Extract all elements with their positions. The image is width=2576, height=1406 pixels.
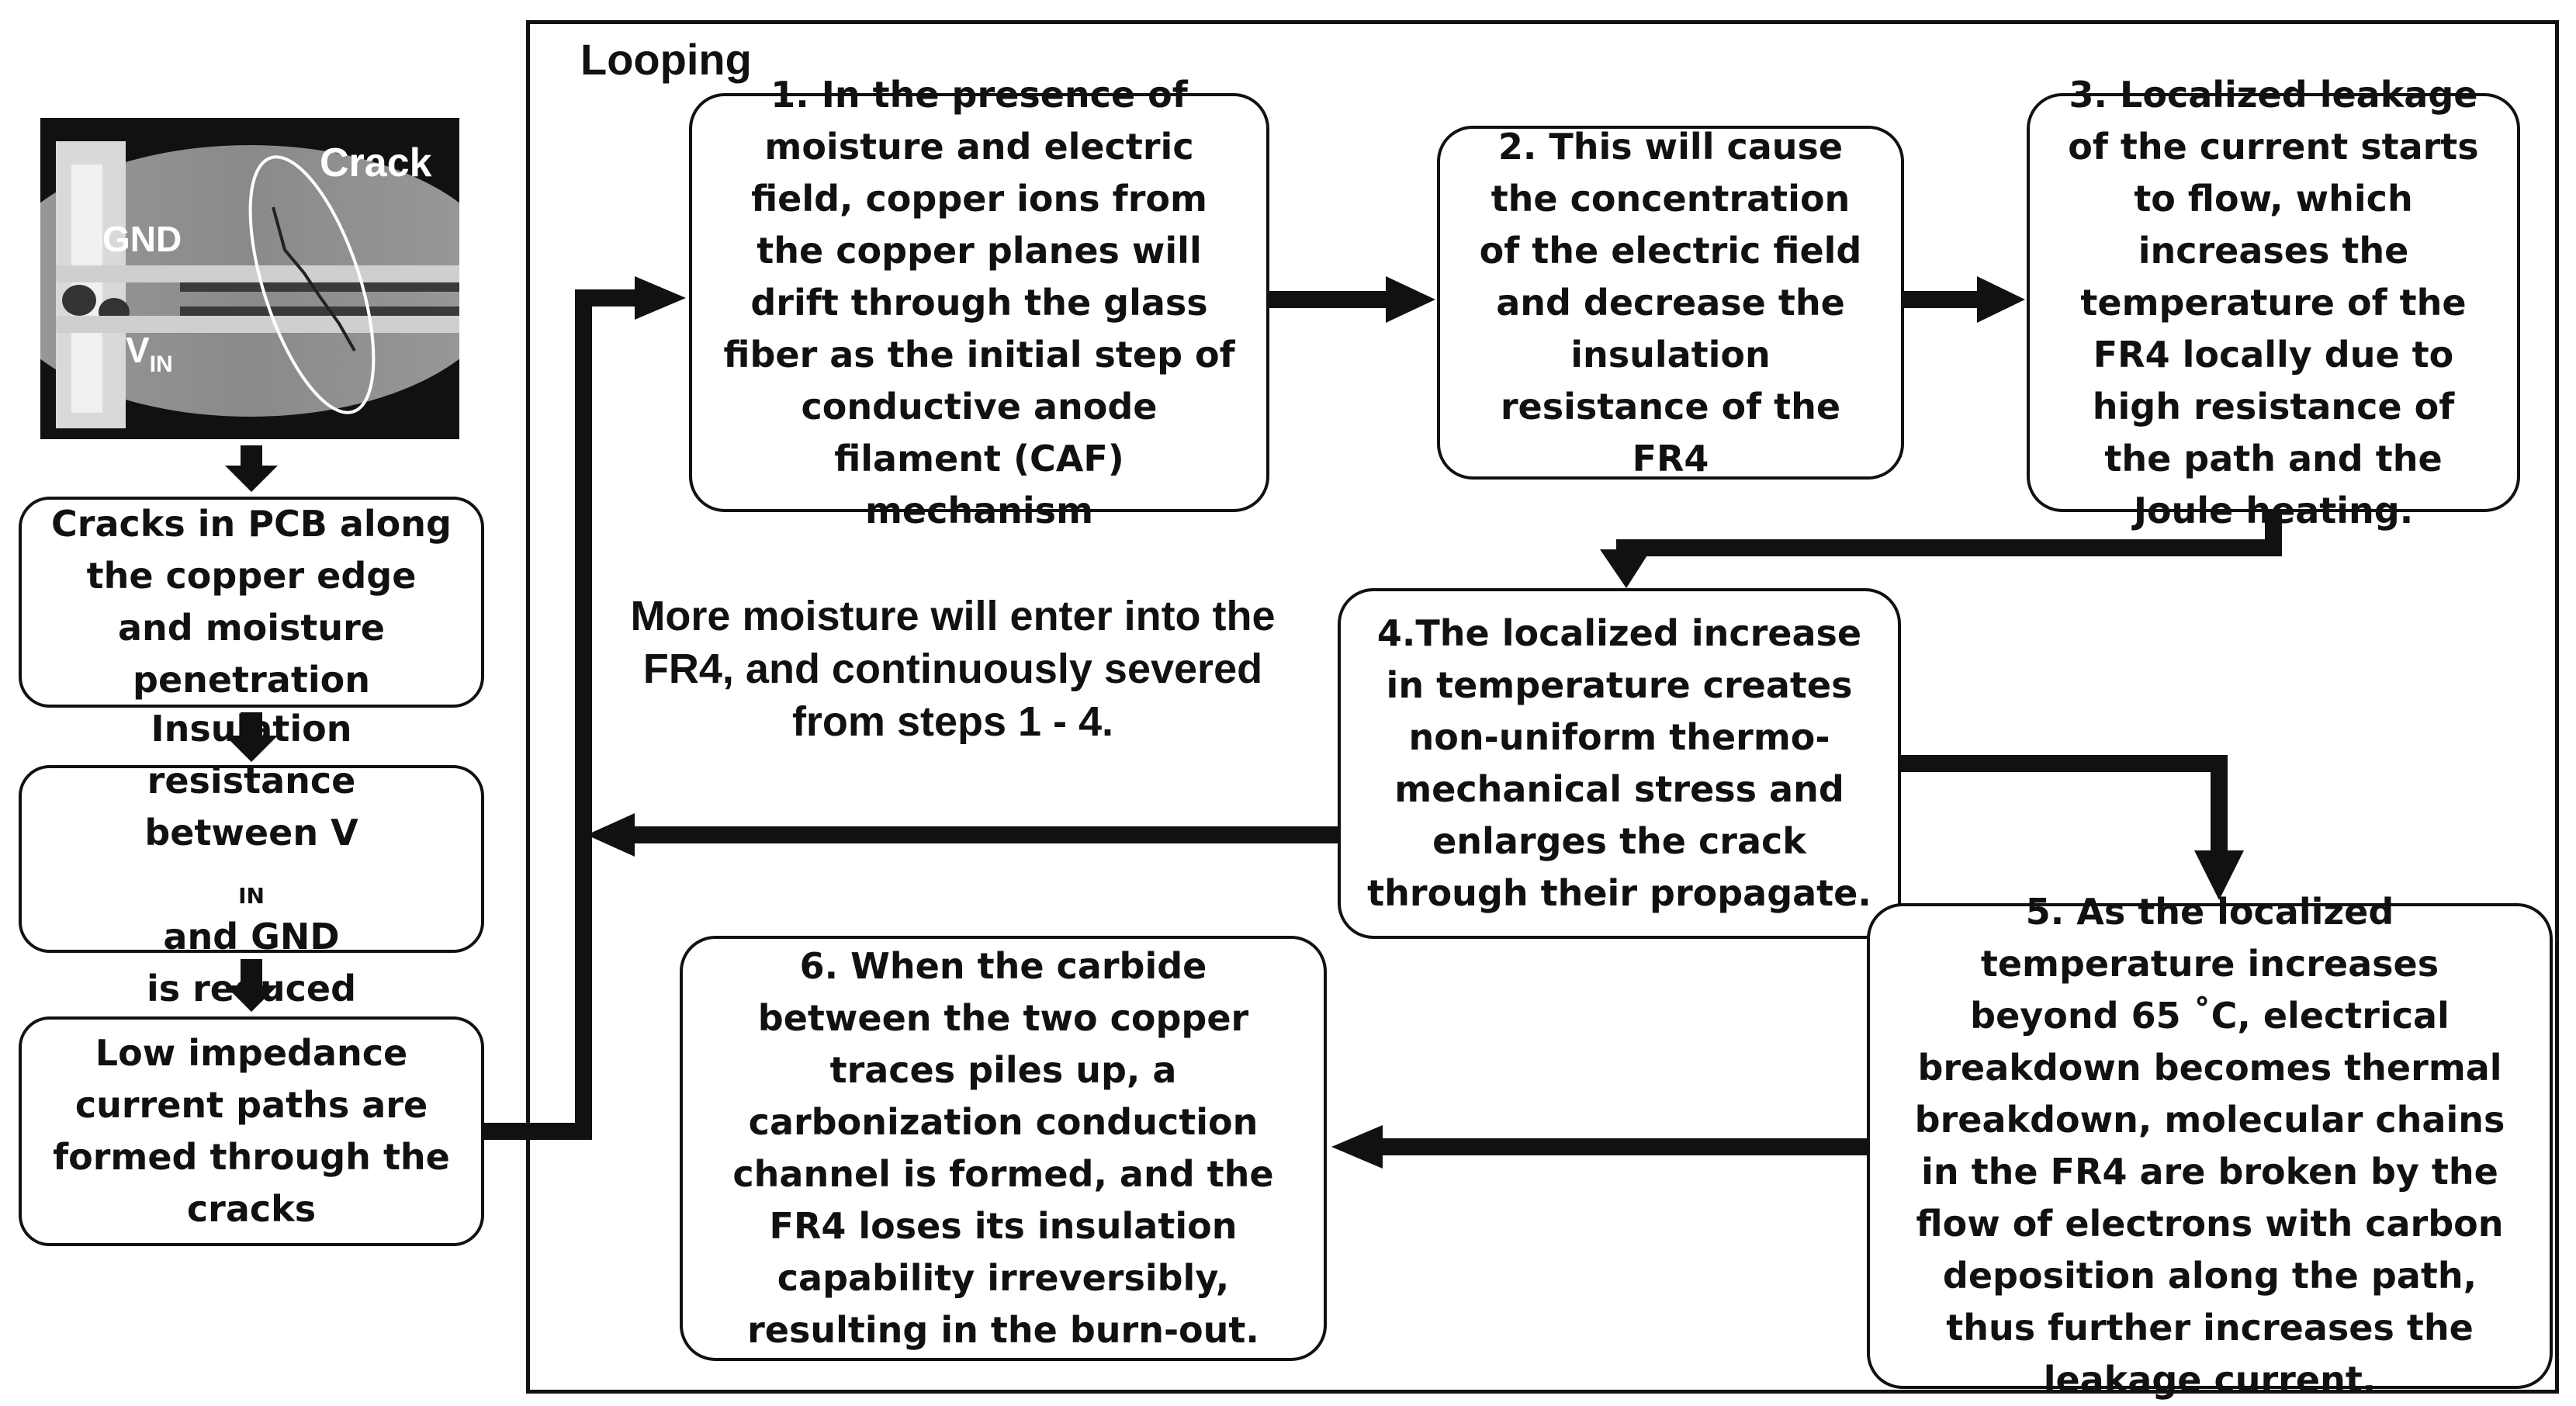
- arrow-lowimpedance-to-step1: [484, 289, 641, 1140]
- step-4-box: 4.The localized increase in temperature …: [1338, 588, 1901, 939]
- step-2-box: 2. This will cause the concentration of …: [1437, 126, 1904, 480]
- arrow-step3-to-step4-shaft: [1616, 512, 2282, 571]
- step-6-text: 6. When the carbide between the two copp…: [732, 945, 1274, 1351]
- low-impedance-text: Low impedance current paths are formed t…: [53, 1032, 450, 1230]
- looping-frame: [526, 20, 2559, 1394]
- arrow-head-step4: [1600, 549, 1651, 588]
- step-1-box: 1. In the presence of moisture and elect…: [689, 74, 1269, 532]
- step-3-text: 3. Localized leakage of the current star…: [2068, 73, 2479, 532]
- arrow-head-step3: [1977, 276, 2025, 323]
- step-6-box: 6. When the carbide between the two copp…: [680, 936, 1327, 1361]
- cracks-in-pcb-text: Cracks in PCB along the copper edge and …: [51, 503, 452, 701]
- step-5-box: 5. As the localized temperature increase…: [1867, 891, 2553, 1401]
- arrow-insulation-to-lowimpedance: [225, 959, 278, 1012]
- cracks-in-pcb-box: Cracks in PCB along the copper edge and …: [19, 497, 484, 708]
- arrow-head-step2: [1386, 276, 1435, 323]
- step-5-text: 5. As the localized temperature increase…: [1914, 891, 2505, 1401]
- gnd-label: GND: [102, 219, 182, 259]
- arrow-cracks-to-insulation: [225, 712, 278, 762]
- crack-label: Crack: [320, 140, 432, 185]
- step-2-text: 2. This will cause the concentration of …: [1479, 125, 1862, 480]
- looping-title: Looping: [580, 35, 752, 84]
- arrow-image-to-cracks: [225, 445, 278, 492]
- looping-note: More moisture will enter into the FR4, a…: [630, 593, 1276, 745]
- arrow-head-step6: [1331, 1125, 1383, 1169]
- step-1-text: 1. In the presence of moisture and elect…: [723, 73, 1235, 532]
- arrow-head-loop: [587, 813, 635, 857]
- arrow-head-step5: [2194, 850, 2244, 900]
- step-4-text: 4.The localized increase in temperature …: [1367, 612, 1871, 914]
- vin-label: VIN: [126, 330, 173, 377]
- arrow-head-step1: [635, 276, 686, 320]
- arrow-step4-to-step5-shaft: [1901, 755, 2228, 857]
- low-impedance-box: Low impedance current paths are formed t…: [19, 1016, 484, 1246]
- step-3-box: 3. Localized leakage of the current star…: [2027, 74, 2520, 532]
- pcb-crack-micrograph: Crack GND VIN: [40, 118, 459, 439]
